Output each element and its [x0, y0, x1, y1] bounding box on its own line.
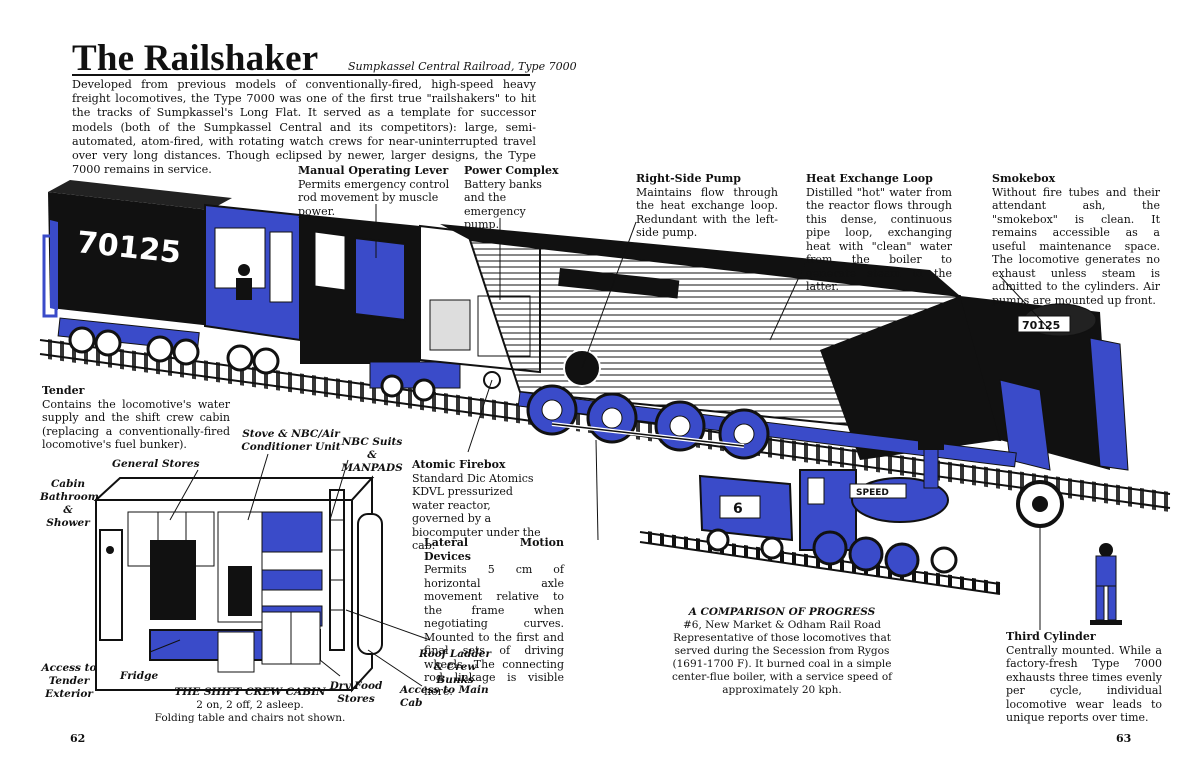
- callout-body: Maintains flow through the heat exchange…: [636, 185, 778, 240]
- callout-title: Right-Side Pump: [636, 172, 741, 185]
- cabin-caption-line1: 2 on, 2 off, 2 asleep.: [196, 699, 304, 711]
- comparison-heading: A COMPARISON OF PROGRESS: [688, 606, 876, 618]
- callout-body: Standard Dic Atomics KDVL pressurized wa…: [412, 471, 541, 553]
- label-roof-ladder: Roof Ladder & Crew Bunks: [419, 648, 491, 686]
- callout-title: Tender: [42, 384, 85, 397]
- cabin-caption-title: THE SHIFT CREW CABIN: [174, 686, 326, 698]
- driving-wheels: [517, 384, 1064, 528]
- callout-heat-loop: Heat Exchange Loop Distilled "hot" water…: [806, 172, 952, 294]
- page-title: The Railshaker: [72, 38, 319, 79]
- tender-wheels: [57, 317, 280, 375]
- old-locomotive-6: 6 SPEED: [639, 440, 1001, 595]
- label-nbc-suits: NBC Suits & MANPADS: [341, 436, 403, 474]
- callout-body: Distilled "hot" water from the reactor f…: [806, 185, 952, 294]
- callout-body: Without fire tubes and their attendant a…: [992, 185, 1160, 307]
- callout-manual-lever: Manual Operating Lever Permits emergency…: [298, 164, 458, 218]
- page-number-left: 62: [70, 732, 86, 745]
- smokebox: 70125: [960, 296, 1129, 471]
- callout-leaders: [149, 204, 1051, 687]
- callout-title: Lateral Motion Devices: [424, 536, 564, 563]
- label-access-tender: Access to Tender Exterior: [41, 662, 97, 700]
- tender-body: 70125: [42, 180, 232, 326]
- callout-body: Contains the locomotive's water supply a…: [42, 397, 230, 452]
- callout-title: Smokebox: [992, 172, 1056, 185]
- page-subtitle: Sumpkassel Central Railroad, Type 7000: [348, 60, 577, 73]
- old-loco-name: SPEED: [856, 488, 889, 498]
- cabin-caption: THE SHIFT CREW CABIN 2 on, 2 off, 2 asle…: [150, 686, 350, 725]
- main-cab: [300, 214, 461, 402]
- smokebox-number: 70125: [1022, 319, 1060, 332]
- crewman-figure: [1090, 543, 1122, 625]
- shift-crew-cabin: [93, 475, 383, 693]
- callout-third-cylinder: Third Cylinder Centrally mounted. While …: [1006, 630, 1162, 725]
- callout-atomic-firebox: Atomic Firebox Standard Dic Atomics KDVL…: [412, 458, 544, 553]
- callout-title: Heat Exchange Loop: [806, 172, 933, 185]
- callout-body: Battery banks and the emergency pump.: [464, 177, 542, 232]
- cabin-caption-line2: Folding table and chairs not shown.: [154, 712, 346, 724]
- page-number-right: 63: [1116, 732, 1132, 745]
- comparison-line1: #6, New Market & Odham Rail Road: [682, 619, 882, 631]
- callout-title: Atomic Firebox: [412, 458, 506, 471]
- callout-power-complex: Power Complex Battery banks and the emer…: [464, 164, 564, 232]
- label-access-cab: Access to Main Cab: [400, 684, 489, 709]
- callout-title: Power Complex: [464, 164, 559, 177]
- label-stove: Stove & NBC/Air Conditioner Unit: [241, 428, 341, 453]
- callout-title: Third Cylinder: [1006, 630, 1096, 643]
- title-rule: [72, 74, 530, 76]
- callout-body: Permits emergency control rod movement b…: [298, 177, 450, 218]
- callout-tender: Tender Contains the locomotive's water s…: [42, 384, 230, 452]
- label-bathroom: Cabin Bathroom & Shower: [40, 478, 99, 529]
- comparison-body: Representative of those locomotives that…: [671, 632, 893, 696]
- old-loco-number: 6: [733, 501, 743, 517]
- callout-title: Manual Operating Lever: [298, 164, 449, 177]
- callout-body: Centrally mounted. While a factory-fresh…: [1006, 643, 1162, 725]
- comparison-caption: A COMPARISON OF PROGRESS #6, New Market …: [666, 606, 898, 697]
- tender-cutaway: [204, 203, 301, 342]
- callout-lateral-motion: Lateral Motion Devices Permits 5 cm of h…: [424, 536, 564, 698]
- callout-body: Permits 5 cm of horizontal axle movement…: [424, 563, 564, 698]
- callout-smokebox: Smokebox Without fire tubes and their at…: [992, 172, 1160, 307]
- label-general-stores: General Stores: [112, 458, 200, 470]
- intro-paragraph: Developed from previous models of conven…: [72, 78, 536, 177]
- label-fridge: Fridge: [120, 670, 159, 682]
- callout-right-pump: Right-Side Pump Maintains flow through t…: [636, 172, 778, 240]
- label-dry-food: Dry Food Stores: [329, 680, 383, 705]
